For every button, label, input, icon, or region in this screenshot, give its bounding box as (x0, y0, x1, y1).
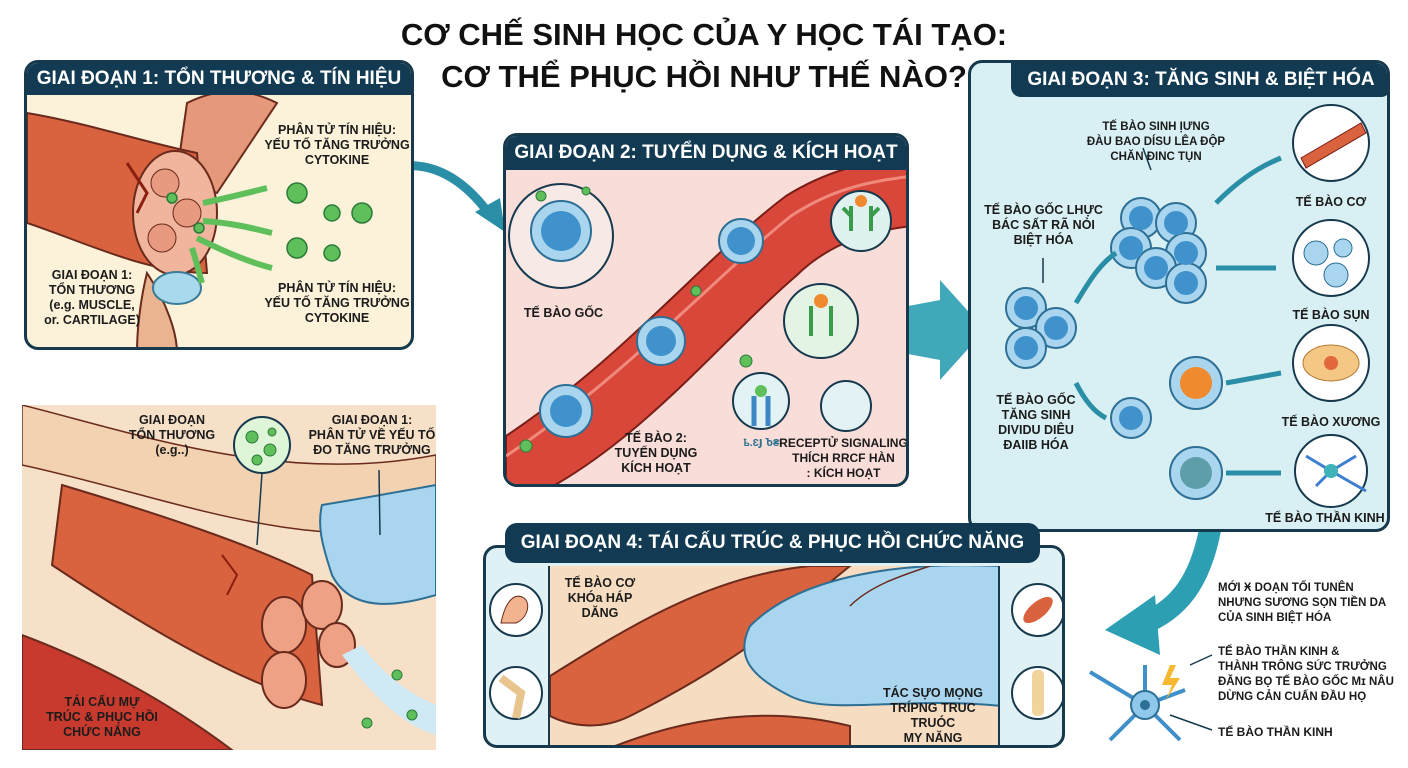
stage2-header: GIAI ĐOẠN 2: TUYỂN DỤNG & KÍCH HOẠT (506, 136, 906, 170)
tissue-factor-label: GIAI ĐOẠN 1: PHÂN TỬ VỀ YẾU TỐ ĐO TĂNG T… (308, 413, 436, 457)
stage4-side-icons (489, 583, 1062, 720)
injury-label: GIAI ĐOẠN 1: TỔN THƯƠNG (e.g. MUSCLE, or… (44, 268, 140, 327)
page-title: CƠ CHẾ SINH HỌC CỦA Y HỌC TÁI TẠO: CƠ TH… (400, 17, 1008, 94)
note-2: TẾ BÀO THẦN KINH & THÀNH TRÔNG SỨC TRƯỞN… (1218, 646, 1394, 703)
recruit-label: TẾ BÀO 2: TUYỂN DỤNG KÍCH HOẠT (614, 431, 698, 475)
remodel-label: TÁI CẤU MỰ TRÚC & PHỤC HỒI CHỨC NẮNG (46, 695, 158, 739)
tissue-illustration: GIAI ĐOẠN TỔN THƯƠNG (e.g..) GIAI ĐOẠN 1… (22, 405, 436, 750)
stage2-panel: GIAI ĐOẠN 2: TUYỂN DỤNG & KÍCH HOẠT TẾ B… (503, 133, 909, 487)
output-bone-cell: TẾ BÀO XƯƠNG (1281, 415, 1381, 429)
stage4-header: GIAI ĐOẠN 4: TÁI CẤU TRÚC & PHỤC HỒI CHỨ… (505, 523, 1040, 563)
output-muscle-cell: TẾ BÀO CƠ (1295, 195, 1367, 209)
note-3: TẾ BÀO THẦN KINH (1218, 725, 1333, 739)
note-1: MỚI Ӿ DOẠN TỐI TUNÊN NHƯNG SƯƠNG SỌN TIỀ… (1218, 582, 1387, 624)
stage4-effect-label: TÁC SỰO MỌNG TRÍPNG TRUC TRUÓC MY NĂNG (883, 686, 983, 745)
stage3-header: GIAI ĐOẠN 3: TĂNG SINH & BIỆT HÓA (1011, 63, 1387, 97)
output-nerve-cell: TẾ BÀO THẦN KINH (1265, 511, 1385, 525)
injured-muscle-illustration (27, 90, 373, 347)
arrow-stage2-to-3 (860, 280, 985, 380)
blood-vessel-illustration (506, 155, 906, 484)
stem-b-label: TẾ BÀO GỐC TĂNG SINH DIVIDU DIÊU ĐAIIB H… (996, 393, 1076, 452)
stage1-panel: GIAI ĐOẠN 1: TỔN THƯƠNG & TÍN HIỆU PHÂN … (24, 60, 414, 350)
stage4-illustration: TẾ BÀO CƠ KHÓa HÁP DĂNG TÁC SỰO MỌNG TRÍ… (548, 566, 1000, 745)
receptor-small-text: ҍ.ƐͿ Ⴆ₴i (743, 438, 783, 449)
stage1-header: GIAI ĐOẠN 1: TỔN THƯƠNG & TÍN HIỆU (27, 63, 411, 95)
signal-label-top: PHÂN TỬ TÍN HIỆU: YẾU TỐ TĂNG TRƯỞNG CYT… (264, 123, 410, 167)
arrow-head (475, 198, 505, 232)
stage3-panel: GIAI ĐOẠN 3: TĂNG SINH & BIỆT HÓA TẾ BÀO… (968, 60, 1390, 532)
cluster-label: TẾ BÀO SINH ỊƯNG ĐÀU BAO DÍSU LÊA ĐỘP CH… (1086, 121, 1226, 163)
signal-label-bottom: PHÂN TỬ TÍN HIỆU: YẾU TỐ TĂNG TRƯỞNG CYT… (264, 281, 410, 325)
stem-cell-label: TẾ BÀO GỐC (523, 306, 604, 320)
stage4-panel: TẾ BÀO CƠ KHÓa HÁP DĂNG TÁC SỰO MỌNG TRÍ… (483, 545, 1065, 748)
tissue-injury-label: GIAI ĐOẠN TỔN THƯƠNG (e.g..) (128, 413, 216, 457)
stem-a-label: TẾ BÀO GỐC LHỰC BÁC SẤT RÃ NỎI BIỆT HÓA (984, 203, 1103, 247)
stage4-muscle-label: TẾ BÀO CƠ KHÓa HÁP DĂNG (564, 576, 636, 620)
receptor-label: RECEPTỬ SIGNALING THÍCH RRCF HÀN : KÍCH … (779, 436, 908, 480)
differentiation-illustration (1005, 104, 1370, 508)
output-cartilage-cell: TẾ BÀO SỤN (1292, 308, 1370, 322)
